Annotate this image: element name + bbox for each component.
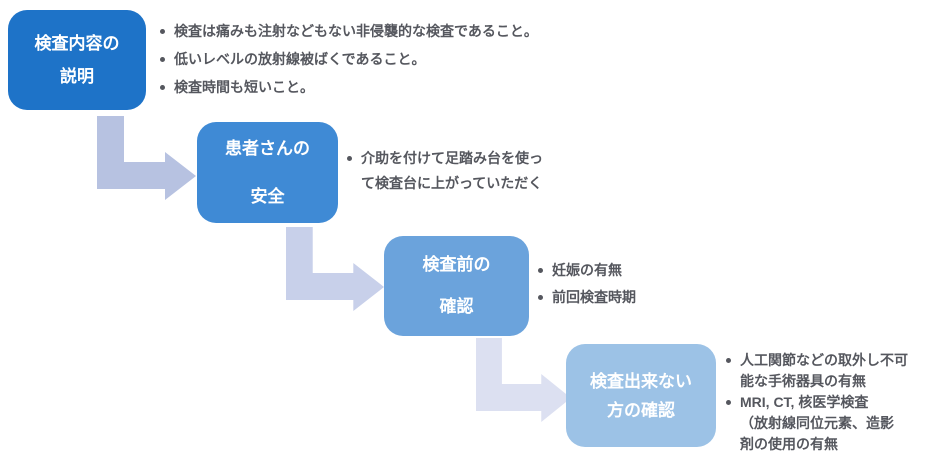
bullet-dot-icon bbox=[538, 268, 543, 273]
bullet-text: 妊娠の有無 bbox=[552, 262, 622, 278]
bullet-text: 介助を付けて足踏み台を使っ て検査台に上がっていただく bbox=[361, 150, 543, 191]
bullet-dot-icon bbox=[160, 85, 165, 90]
bullet-dot-icon bbox=[726, 358, 731, 363]
arrow-shape bbox=[286, 227, 384, 311]
bullet-item: 低いレベルの放射線被ばくであること。 bbox=[160, 45, 590, 73]
down-right-arrow-icon bbox=[476, 338, 571, 422]
bullet-text: 人工関節などの取外し不可 能な手術器具の有無 bbox=[740, 352, 908, 389]
step-bullets-cannot-examine-check: 人工関節などの取外し不可 能な手術器具の有無 MRI, CT, 核医学検査 （放… bbox=[726, 350, 931, 455]
bullet-item: 人工関節などの取外し不可 能な手術器具の有無 bbox=[726, 350, 931, 392]
bullet-text: MRI, CT, 核医学検査 （放射線同位元素、造影 剤の使用の有無 bbox=[740, 394, 894, 452]
bullet-item: 妊娠の有無 bbox=[538, 257, 708, 284]
down-right-arrow-icon bbox=[97, 116, 196, 200]
arrow-shape bbox=[476, 338, 571, 422]
bullet-text: 検査時間も短いこと。 bbox=[174, 79, 314, 95]
step-box-patient-safety: 患者さんの 安全 bbox=[197, 122, 338, 223]
step-bullets-exam-explanation: 検査は痛みも注射などもない非侵襲的な検査であること。 低いレベルの放射線被ばくで… bbox=[160, 17, 590, 101]
down-right-arrow-icon bbox=[286, 227, 384, 311]
bullet-text: 前回検査時期 bbox=[552, 289, 636, 305]
bullet-text: 検査は痛みも注射などもない非侵襲的な検査であること。 bbox=[174, 23, 538, 39]
bullet-dot-icon bbox=[160, 29, 165, 34]
bullet-dot-icon bbox=[726, 400, 731, 405]
step-box-pre-exam-check: 検査前の 確認 bbox=[384, 236, 529, 336]
bullet-dot-icon bbox=[347, 156, 352, 161]
bullet-item: 検査は痛みも注射などもない非侵襲的な検査であること。 bbox=[160, 17, 590, 45]
step-bullets-patient-safety: 介助を付けて足踏み台を使っ て検査台に上がっていただく bbox=[347, 146, 562, 196]
step-bullets-pre-exam-check: 妊娠の有無 前回検査時期 bbox=[538, 257, 708, 311]
bullet-text: 低いレベルの放射線被ばくであること。 bbox=[174, 51, 426, 67]
bullet-dot-icon bbox=[538, 295, 543, 300]
arrow-shape bbox=[97, 116, 196, 200]
step-box-exam-explanation: 検査内容の 説明 bbox=[8, 10, 146, 110]
bullet-item: 介助を付けて足踏み台を使っ て検査台に上がっていただく bbox=[347, 146, 562, 196]
bullet-dot-icon bbox=[160, 57, 165, 62]
bullet-item: MRI, CT, 核医学検査 （放射線同位元素、造影 剤の使用の有無 bbox=[726, 392, 931, 455]
bullet-item: 前回検査時期 bbox=[538, 284, 708, 311]
bullet-item: 検査時間も短いこと。 bbox=[160, 73, 590, 101]
step-box-cannot-examine-check: 検査出来ない 方の確認 bbox=[566, 344, 716, 447]
